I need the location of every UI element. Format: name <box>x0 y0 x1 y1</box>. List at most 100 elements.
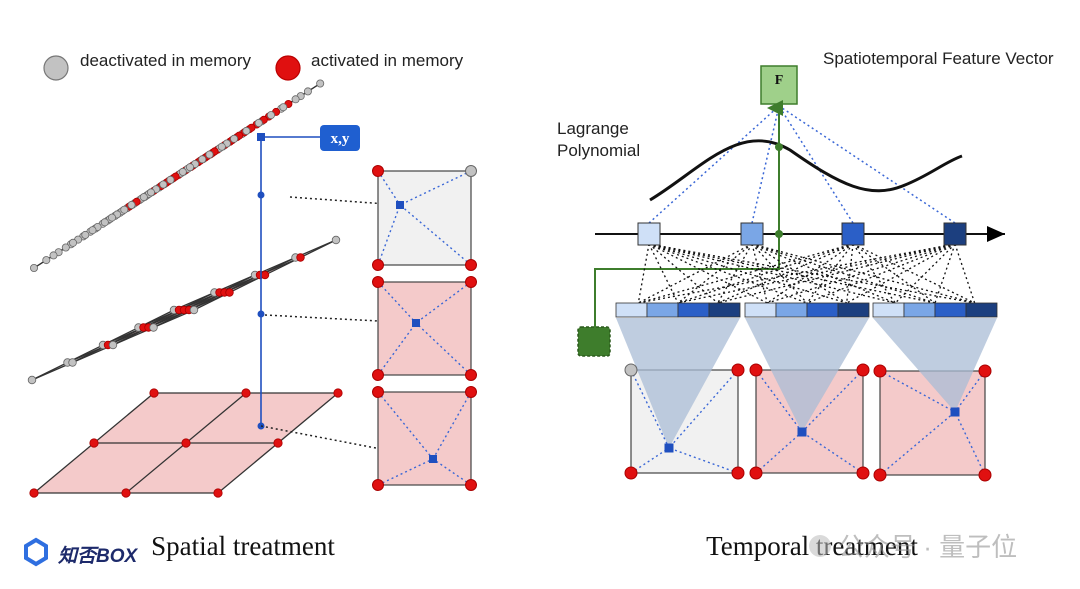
deactivated-node <box>189 305 199 315</box>
left-watermark-text: 知否BOX <box>57 545 139 567</box>
deactivated-node <box>166 175 175 184</box>
deactivated-corner <box>465 165 477 177</box>
time-link-line <box>648 243 936 304</box>
deactivated-legend-label: deactivated in memory <box>80 51 252 70</box>
deactivated-node <box>81 230 90 239</box>
time-link-line <box>648 243 808 304</box>
activated-node <box>121 488 131 498</box>
green-input-box <box>577 326 611 357</box>
time-cell-square <box>879 370 986 476</box>
activated-corner <box>372 369 384 381</box>
feature-block-segment <box>872 302 905 318</box>
deactivated-node <box>178 167 187 176</box>
lagrange-label-line1: Lagrange <box>557 119 629 138</box>
cell-query-point <box>950 407 960 417</box>
activated-node <box>296 253 305 262</box>
activated-node <box>333 388 343 398</box>
query-top-point <box>257 133 265 141</box>
time-link-line <box>637 243 650 304</box>
lagrange-curve <box>649 139 963 202</box>
cell-interp-line <box>954 411 986 476</box>
cell-query-point <box>412 319 420 327</box>
feature-block-segment <box>837 302 870 318</box>
cell-interp-line <box>399 170 472 206</box>
temporal-panel: Spatiotemporal Feature Vector F Lagrange… <box>557 49 1054 561</box>
projection-cone <box>873 318 997 412</box>
deactivated-node <box>61 243 70 252</box>
cell-interp-line <box>879 411 956 476</box>
time-link-line <box>677 243 956 304</box>
feature-vector-box <box>760 65 798 105</box>
right-watermark: 公众号 · 量子位 <box>809 532 1017 562</box>
cell-square <box>377 391 472 486</box>
cell-interp-line <box>954 370 986 413</box>
activated-corner <box>749 466 763 480</box>
cell-interp-line <box>801 431 864 474</box>
cell-interp-line <box>377 170 401 206</box>
deactivated-node <box>29 263 38 272</box>
cell-interp-line <box>377 322 417 376</box>
time-link-line <box>846 243 956 304</box>
legend: deactivated in memory activated in memor… <box>43 51 464 81</box>
feature-vector-title: Spatiotemporal Feature Vector <box>823 49 1054 68</box>
activated-corner <box>873 364 887 378</box>
deactivated-node <box>266 111 275 120</box>
deactivated-node <box>100 218 109 227</box>
deactivated-node <box>230 134 239 143</box>
time-link-line <box>894 243 956 304</box>
query-point-top <box>257 191 265 199</box>
deactivated-node <box>149 323 158 332</box>
feature-block-segment <box>965 302 998 318</box>
activated-corner <box>873 468 887 482</box>
feature-block-segment <box>903 302 936 318</box>
temporal-elements <box>615 222 998 482</box>
cell-interp-line <box>668 369 739 449</box>
cell-interp-line <box>755 431 803 474</box>
time-sample-square <box>841 222 865 246</box>
coord-label: x,y <box>331 131 350 147</box>
time-link-line <box>806 243 854 304</box>
time-sample-square <box>740 222 764 246</box>
query-point-mid <box>257 310 265 318</box>
activated-corner <box>465 386 477 398</box>
deactivated-node <box>108 340 118 350</box>
time-link-line <box>648 243 896 304</box>
activated-corner <box>465 479 477 491</box>
time-link-line <box>751 243 808 304</box>
deactivated-node <box>205 150 214 159</box>
fine-grid-layer <box>29 79 325 272</box>
spatial-cell-squares <box>372 165 477 491</box>
time-link-line <box>751 243 975 304</box>
coord-label-box <box>320 125 360 151</box>
activated-node <box>225 288 234 297</box>
deactivated-node <box>108 213 117 222</box>
box-logo-icon <box>24 537 48 567</box>
deactivated-node <box>68 358 77 367</box>
time-link-line <box>677 243 854 304</box>
activated-node <box>241 388 251 398</box>
activated-corner <box>624 466 638 480</box>
activated-corner <box>465 276 477 288</box>
deactivated-node <box>27 375 37 385</box>
time-sample-square <box>943 222 967 246</box>
time-link-line <box>677 243 753 304</box>
green-curve-point <box>775 143 783 151</box>
activated-corner <box>978 468 992 482</box>
medium-grid-layer <box>27 235 341 385</box>
green-axis-point <box>775 230 783 238</box>
projection-cone <box>616 318 740 448</box>
time-link-line <box>806 243 956 304</box>
time-link-line <box>751 243 848 304</box>
time-link-line <box>852 243 975 304</box>
cell-square <box>377 170 472 266</box>
spatial-caption: Spatial treatment <box>151 531 335 561</box>
activated-corner <box>978 364 992 378</box>
deactivated-node <box>146 188 155 197</box>
time-link-line <box>648 243 975 304</box>
feature-block-segment <box>806 302 839 318</box>
time-link-line <box>648 243 847 304</box>
time-link-line <box>648 243 768 304</box>
activated-node <box>149 388 159 398</box>
deactivated-node <box>291 95 300 104</box>
